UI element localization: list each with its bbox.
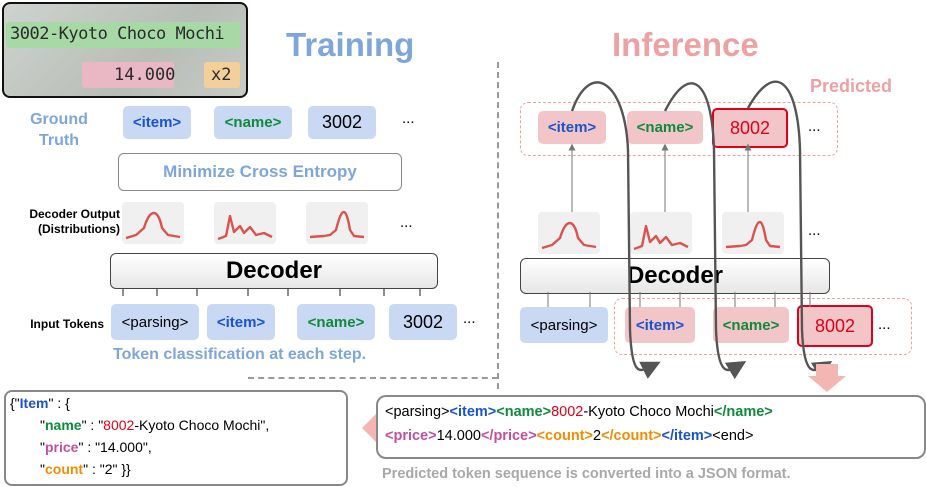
distribution-curve-icon [633,224,689,251]
sequence-segment: </item> [661,428,713,444]
inf-decoder: Decoder [520,258,830,294]
sequence-segment: <price> [385,428,437,444]
pred-ellipsis: ... [808,118,821,135]
json-price-open: " [40,439,45,455]
json-box [4,390,348,486]
json-line-item: {"Item" : { [10,395,70,411]
ground-truth-label: Ground Truth [20,109,98,151]
train-decoder: Decoder [110,253,438,289]
training-caption: Token classification at each step. [113,346,367,363]
decoder-output-label-line1: Decoder Output [29,207,120,221]
train-distribution-1 [122,202,184,244]
sequence-segment: <count> [536,428,593,444]
gt-token-name: <name> [214,106,292,139]
sequence-box [376,395,926,459]
distribution-curve-icon [125,211,181,240]
json-line-count: "count" : "2" }} [40,461,131,477]
dist-ellipsis: ... [400,214,413,231]
sequence-segment: <name> [496,404,552,420]
json-name-open: " [40,417,45,433]
training-title: Training [286,26,415,63]
input-tokens-label: Input Tokens [30,317,104,331]
json-line-price: "price" : "14.000", [40,439,152,455]
distribution-curve-icon [541,221,597,250]
in-ellipsis: ... [463,310,476,327]
inf-distribution-1 [538,212,600,254]
in-token-item: <item> [207,304,275,340]
sequence-line2: <price>14.000</price><count>2</count></i… [385,428,753,444]
gt-ellipsis: ... [402,110,415,127]
json-open: {" [10,395,20,411]
inf-in-token-parsing: <parsing> [520,307,608,343]
sequence-segment: </price> [480,428,537,444]
inf-distribution-3 [722,212,784,254]
receipt-price-highlight [82,62,174,88]
ground-truth-label-line2: Truth [39,132,79,149]
inf-in-token-8002: 8002 [797,305,873,347]
train-distribution-3 [306,202,368,244]
loss-box: Minimize Cross Entropy [118,153,402,191]
json-line-name: "name" : "8002-Kyoto Choco Mochi", [40,417,269,433]
sequence-line1: <parsing><item><name>8002-Kyoto Choco Mo… [385,404,773,420]
inf-in-token-name: <name> [713,307,789,343]
inf-in-token-item: <item> [625,307,695,343]
json-price-key: price [44,439,79,455]
pred-token-name: <name> [627,111,703,144]
receipt-count-highlight [204,62,240,88]
receipt-photo: 3002-Kyoto Choco Mochi 14.000 x2 [2,2,248,98]
receipt-line1-highlight [6,22,240,48]
ground-truth-label-line1: Ground [30,111,88,128]
distribution-curve-icon [217,214,273,241]
json-count-key: count [44,461,84,477]
json-item-sep: " : { [48,395,70,411]
decoder-output-label-line2: (Distributions) [38,222,120,236]
pred-token-item: <item> [538,111,606,144]
json-name-rest: -Kyoto Choco Mochi", [134,417,270,433]
gt-token-3002: 3002 [308,106,376,139]
down-arrow-icon [808,364,846,392]
json-name-sep: " : " [81,417,104,433]
receipt-price: 14.000 [114,65,176,85]
receipt-count: x2 [211,65,232,85]
json-item-key: Item [19,395,49,411]
sequence-segment: -Kyoto Choco Mochi [583,404,714,420]
sequence-segment: <end> [712,428,754,444]
sequence-segment: </count> [601,428,662,444]
json-count-open: " [40,461,45,477]
sequence-segment: <parsing> [385,404,450,420]
inference-title: Inference [612,26,759,63]
sequence-segment: <item> [449,404,497,420]
in-token-parsing: <parsing> [111,304,199,340]
loss-label: Minimize Cross Entropy [163,162,357,181]
receipt-line1: 3002-Kyoto Choco Mochi [10,24,225,44]
gt-token-item: <item> [123,106,191,139]
distribution-curve-icon [725,220,781,249]
inf-in-ellipsis: ... [878,316,891,333]
json-name-num: 8002 [103,417,135,433]
distribution-curve-icon [309,210,365,239]
json-name-key: name [44,417,82,433]
sequence-segment: 2 [592,428,602,444]
in-token-3002: 3002 [389,304,457,340]
sequence-segment: 8002 [551,404,584,420]
horizontal-divider [248,377,498,379]
train-distribution-2 [214,202,276,244]
sequence-segment: 14.000 [436,428,481,444]
vertical-divider [497,62,499,389]
predicted-label: Predicted [810,76,893,96]
json-price-rest: " : "14.000", [78,439,152,455]
sequence-caption: Predicted token sequence is converted in… [382,466,791,482]
inf-dist-ellipsis: ... [808,222,821,239]
json-count-rest: " : "2" }} [83,461,131,477]
in-token-name: <name> [297,304,375,340]
inf-distribution-2 [630,212,692,254]
decoder-output-label: Decoder Output (Distributions) [2,207,120,237]
pred-token-8002: 8002 [712,108,788,148]
sequence-segment: </name> [713,404,773,420]
